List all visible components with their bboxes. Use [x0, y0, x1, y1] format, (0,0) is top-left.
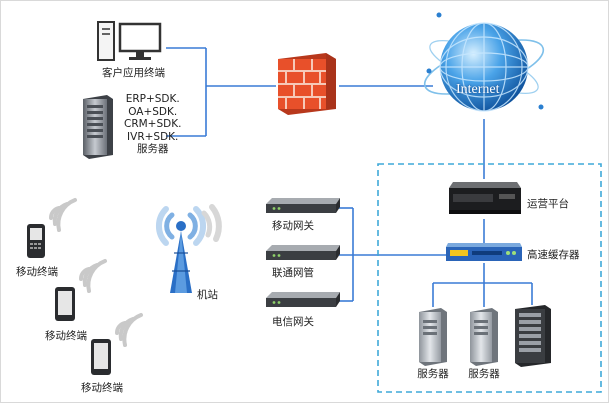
base-station-icon — [144, 203, 234, 303]
label-unicom-gateway: 联通网管 — [272, 267, 314, 279]
label-server-2: 服务器 — [468, 368, 500, 380]
label-internet: Internet — [456, 82, 500, 97]
mobile-gateway-icon — [264, 195, 342, 217]
rack-server-icon — [511, 303, 555, 367]
server-group-line-ivr: IVR+SDK. — [127, 130, 179, 143]
server-tower-icon — [79, 93, 115, 159]
label-server-group: ERP+SDK. OA+SDK. CRM+SDK. IVR+SDK. 服务器 — [124, 93, 181, 156]
internet-globe-icon — [419, 11, 549, 123]
label-base-station: 机站 — [197, 289, 218, 301]
label-server-1: 服务器 — [417, 368, 449, 380]
server-group-line-oa: OA+SDK. — [128, 105, 178, 118]
server-group-line-server: 服务器 — [136, 143, 169, 155]
server-icon-2 — [466, 306, 502, 366]
mobile-phone-icon-2 — [53, 257, 109, 323]
label-cache-server: 高速缓存器 — [527, 249, 580, 261]
operations-platform-icon — [447, 178, 523, 220]
desktop-pc-icon — [96, 20, 166, 64]
server-icon-1 — [415, 306, 451, 366]
cache-server-icon — [444, 241, 524, 265]
label-ops-platform: 运营平台 — [527, 198, 569, 210]
label-mobile-gateway: 移动网关 — [272, 220, 314, 232]
telecom-gateway-icon — [264, 289, 342, 311]
label-telecom-gateway: 电信网关 — [272, 316, 314, 328]
server-group-line-crm: CRM+SDK. — [124, 118, 182, 130]
mobile-phone-icon-3 — [89, 311, 145, 377]
server-group-line-erp: ERP+SDK. — [125, 93, 180, 105]
unicom-gateway-icon — [264, 242, 342, 264]
label-mobile-terminal-1: 移动终端 — [16, 266, 58, 278]
mobile-phone-icon-1 — [23, 196, 79, 260]
firewall-icon — [274, 49, 340, 117]
label-client-app: 客户应用终端 — [102, 67, 165, 79]
label-mobile-terminal-2: 移动终端 — [45, 330, 87, 342]
label-mobile-terminal-3: 移动终端 — [81, 382, 123, 394]
datacenter-dashed-box — [377, 163, 602, 393]
